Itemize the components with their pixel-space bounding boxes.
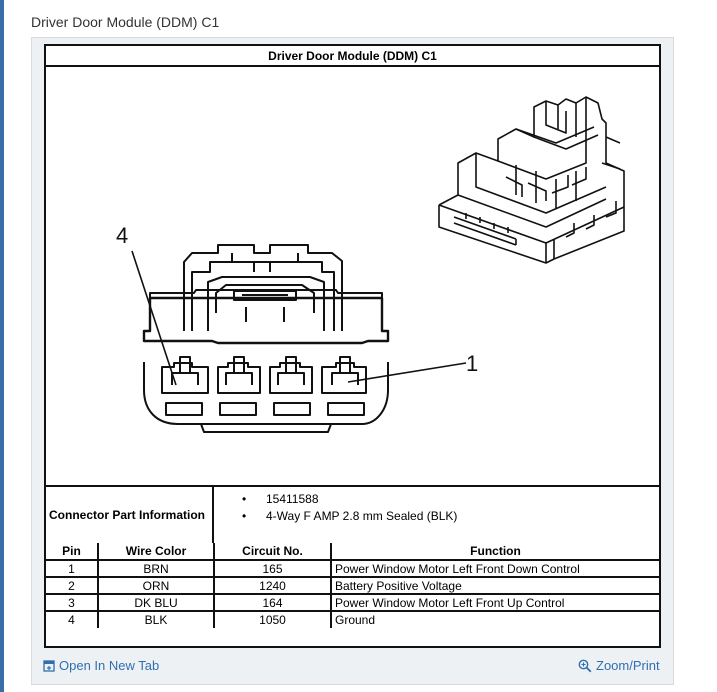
open-in-new-tab-label: Open In New Tab	[59, 658, 160, 673]
connector-part-info-list: 15411588 4-Way F AMP 2.8 mm Sealed (BLK)	[228, 491, 457, 525]
table-header-row: Pin Wire Color Circuit No. Function	[46, 543, 659, 561]
pin-cell: 1	[46, 559, 99, 578]
pinout-table: Pin Wire Color Circuit No. Function 1 BR…	[46, 543, 659, 628]
pin4-leader	[131, 250, 177, 386]
terminal-cavities	[161, 356, 367, 394]
header-pin: Pin	[46, 543, 99, 561]
pin1-leader	[347, 362, 467, 383]
circuit-cell: 1240	[213, 576, 332, 595]
open-in-new-tab-link[interactable]: Open In New Tab	[43, 658, 159, 673]
wire-color-cell: BRN	[97, 559, 215, 578]
wire-color-cell: ORN	[97, 576, 215, 595]
function-cell: Power Window Motor Left Front Up Control	[330, 593, 659, 612]
left-accent-bar	[0, 0, 4, 692]
pin-cell: 3	[46, 593, 99, 612]
zoom-print-link[interactable]: Zoom/Print	[578, 658, 660, 673]
connector-isometric-view	[438, 96, 625, 264]
table-row: 2 ORN 1240 Battery Positive Voltage	[46, 576, 659, 595]
connector-part-info-label: Connector Part Information	[46, 487, 214, 543]
connector-sheet: Driver Door Module (DDM) C1	[44, 44, 661, 648]
magnifier-plus-icon	[578, 659, 592, 672]
circuit-cell: 164	[213, 593, 332, 612]
page-title: Driver Door Module (DDM) C1	[31, 14, 220, 30]
wire-color-cell: BLK	[97, 610, 215, 628]
wire-color-cell: DK BLU	[97, 593, 215, 612]
connector-face-view	[142, 244, 390, 433]
zoom-print-label: Zoom/Print	[596, 658, 660, 673]
header-function: Function	[330, 543, 659, 561]
connector-description: 4-Way F AMP 2.8 mm Sealed (BLK)	[228, 508, 457, 525]
header-wire-color: Wire Color	[97, 543, 215, 561]
pin-cell: 4	[46, 610, 99, 628]
lower-windows	[165, 402, 365, 416]
part-number: 15411588	[228, 491, 457, 508]
sheet-title: Driver Door Module (DDM) C1	[46, 46, 659, 67]
circuit-cell: 165	[213, 559, 332, 578]
function-cell: Ground	[330, 610, 659, 628]
pin1-callout: 1	[466, 351, 478, 376]
open-in-new-tab-icon	[43, 659, 55, 672]
function-cell: Power Window Motor Left Front Down Contr…	[330, 559, 659, 578]
function-cell: Battery Positive Voltage	[330, 576, 659, 595]
connector-drawing: 4 1	[116, 96, 625, 433]
circuit-cell: 1050	[213, 610, 332, 628]
table-row: 4 BLK 1050 Ground	[46, 610, 659, 628]
table-row: 3 DK BLU 164 Power Window Motor Left Fro…	[46, 593, 659, 612]
pin-cell: 2	[46, 576, 99, 595]
table-row: 1 BRN 165 Power Window Motor Left Front …	[46, 559, 659, 578]
header-circuit-no: Circuit No.	[213, 543, 332, 561]
pin4-callout: 4	[116, 223, 128, 248]
connector-part-information: Connector Part Information 15411588 4-Wa…	[46, 485, 659, 543]
